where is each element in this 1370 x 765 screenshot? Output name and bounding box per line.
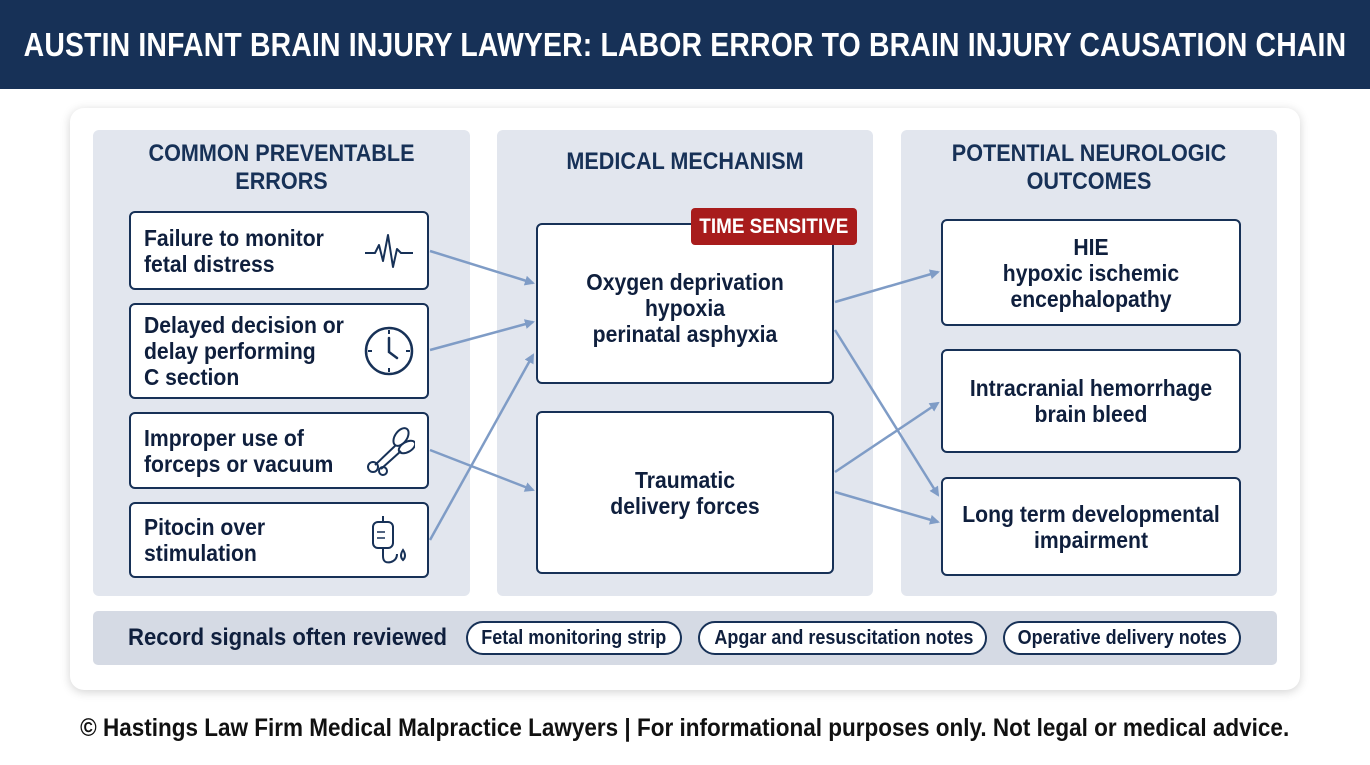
header-bar: AUSTIN INFANT BRAIN INJURY LAWYER: LABOR… [0, 0, 1370, 89]
mechanism-text: Oxygen deprivation hypoxia perinatal asp… [586, 268, 784, 347]
pill-label: Operative delivery notes [1017, 627, 1227, 649]
error-text: Failure to monitor fetal distress [144, 224, 324, 277]
forceps-icon [367, 426, 415, 476]
outcome-text: Intracranial hemorrhage brain bleed [969, 375, 1213, 427]
pill-label: Fetal monitoring strip [481, 627, 667, 649]
outcome-box-hemorrhage: Intracranial hemorrhage brain bleed [941, 349, 1241, 453]
outcome-text: Long term developmental impairment [962, 500, 1220, 553]
footer-text: © Hastings Law Firm Medical Malpractice … [80, 714, 1290, 742]
iv-drip-icon [372, 516, 406, 564]
copyright-footer: © Hastings Law Firm Medical Malpractice … [0, 714, 1370, 743]
outcome-text: HIE hypoxic ischemic encephalopathy [1002, 233, 1180, 312]
errors-column-title: COMMON PREVENTABLE ERRORS [148, 140, 415, 195]
record-pill-apgar: Apgar and resuscitation notes [698, 621, 987, 655]
error-box-forceps-vacuum: Improper use of forceps or vacuum [129, 412, 429, 489]
badge-label: TIME SENSITIVE [699, 215, 849, 238]
error-text: Pitocin over stimulation [144, 514, 266, 566]
page-title: AUSTIN INFANT BRAIN INJURY LAWYER: LABOR… [23, 25, 1347, 63]
record-pill-operative: Operative delivery notes [1003, 621, 1241, 655]
arrow-forceps-to-traumatic [429, 448, 535, 492]
arrow-traumatic-to-developmental [834, 490, 940, 525]
mechanism-box-traumatic-forces: Traumatic delivery forces [536, 411, 834, 574]
arrow-monitoring-to-oxygen [429, 249, 535, 286]
mechanism-box-oxygen-deprivation: Oxygen deprivation hypoxia perinatal asp… [536, 223, 834, 384]
arrow-delay-to-oxygen [429, 319, 535, 352]
error-text: Delayed decision or delay performing C s… [144, 312, 344, 390]
heartbeat-icon [365, 233, 413, 268]
arrow-oxygen-to-hie [834, 269, 940, 304]
error-box-pitocin: Pitocin over stimulation [129, 502, 429, 578]
clock-icon [364, 326, 414, 376]
outcome-box-hie: HIE hypoxic ischemic encephalopathy [941, 219, 1241, 326]
time-sensitive-badge: TIME SENSITIVE [691, 208, 857, 245]
record-pill-fetal-monitoring: Fetal monitoring strip [466, 621, 682, 655]
mechanism-column-title: MEDICAL MECHANISM [566, 148, 804, 175]
pill-label: Apgar and resuscitation notes [714, 627, 974, 649]
error-text: Improper use of forceps or vacuum [144, 424, 334, 477]
mechanism-text: Traumatic delivery forces [610, 466, 760, 519]
arrow-oxygen-to-developmental [833, 329, 940, 497]
arrow-traumatic-to-hemorrhage [834, 401, 940, 474]
outcomes-column-title: POTENTIAL NEUROLOGIC OUTCOMES [951, 140, 1227, 195]
error-box-fetal-monitoring: Failure to monitor fetal distress [129, 211, 429, 290]
record-signals-label: Record signals often reviewed [128, 624, 448, 651]
arrow-pitocin-to-oxygen [428, 353, 535, 541]
outcome-box-developmental: Long term developmental impairment [941, 477, 1241, 576]
error-box-delayed-c-section: Delayed decision or delay performing C s… [129, 303, 429, 399]
